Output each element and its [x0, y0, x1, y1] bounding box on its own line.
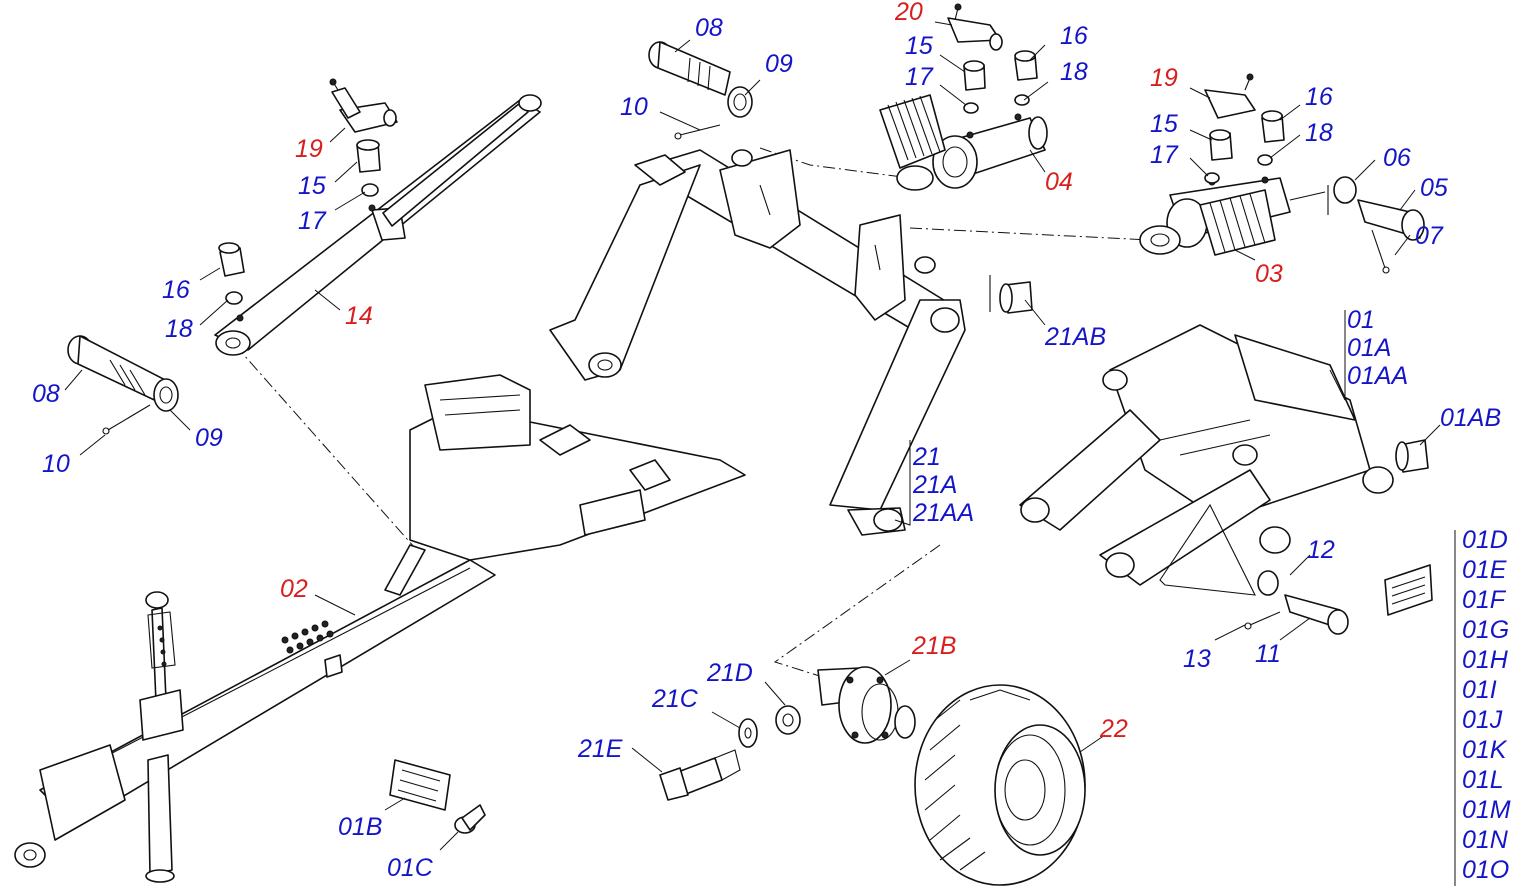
cotter-pin-10-left: [102, 404, 151, 435]
fitting-15-left: [356, 139, 381, 197]
label-15-04: 15: [905, 32, 933, 60]
label-01A: 01A: [1347, 334, 1391, 362]
label-18-04: 18: [1060, 58, 1088, 86]
label-21D: 21D: [706, 659, 753, 687]
list-item: 01K: [1462, 736, 1508, 764]
list-item: 01O: [1462, 856, 1509, 884]
label-15-14: 15: [298, 172, 326, 200]
nut-21D: [775, 705, 801, 735]
label-10-top: 10: [620, 93, 648, 121]
list-item: 01N: [1462, 826, 1509, 854]
list-item: 01D: [1462, 526, 1508, 554]
bolt-21E: [659, 749, 741, 801]
label-21A: 21A: [912, 471, 957, 499]
fittings-04: [963, 50, 1038, 114]
pin-08-top: [648, 41, 753, 140]
label-22: 22: [1099, 715, 1128, 743]
label-20: 20: [894, 0, 923, 26]
decal-01D: [1384, 564, 1433, 616]
label-11: 11: [1255, 640, 1281, 668]
label-08-left: 08: [32, 380, 60, 408]
label-21AA: 21AA: [912, 499, 974, 527]
washer-21C: [738, 718, 758, 748]
bushing-21AB: [989, 275, 1033, 314]
label-08-top: 08: [695, 14, 723, 42]
fittings-03: [1204, 110, 1285, 184]
pin-08-left: [67, 335, 179, 412]
tire-22: [914, 684, 1086, 886]
label-01B: 01B: [338, 813, 382, 841]
bolt-row: [281, 620, 334, 654]
label-16-14: 16: [162, 276, 190, 304]
hydraulic-cylinder-04: [879, 94, 1048, 191]
label-18-03: 18: [1305, 119, 1333, 147]
label-01AB: 01AB: [1440, 404, 1501, 432]
label-07: 07: [1415, 222, 1444, 250]
label-21: 21: [912, 443, 941, 471]
list-item: 01J: [1462, 706, 1503, 734]
label-17-14: 17: [298, 207, 327, 235]
jack-stand: [139, 591, 184, 883]
label-15-03: 15: [1150, 110, 1178, 138]
nameplate-01B: [389, 759, 451, 811]
pin-05-assembly: [1289, 176, 1425, 274]
label-14: 14: [345, 302, 373, 330]
fitting-16-left: [218, 242, 245, 305]
list-item: 01L: [1462, 766, 1504, 794]
pin-01C: [454, 804, 486, 834]
hydraulic-cylinder-14: [214, 94, 542, 356]
list-item: 01F: [1462, 586, 1507, 614]
label-12: 12: [1307, 536, 1335, 564]
upper-frame-arm: [549, 149, 966, 536]
list-item: 01H: [1462, 646, 1509, 674]
label-21E: 21E: [577, 735, 623, 763]
reference-labels: 08 09 10 20 15 17 16 18 04 19 15 17 16 1…: [32, 0, 1501, 882]
label-13: 13: [1183, 645, 1211, 673]
label-09-left: 09: [195, 424, 223, 452]
hydraulic-cylinder-03: [1139, 176, 1291, 256]
label-03: 03: [1255, 260, 1283, 288]
list-item: 01G: [1462, 616, 1509, 644]
label-16-04: 16: [1060, 22, 1088, 50]
label-21B: 21B: [911, 632, 956, 660]
list-item: 01E: [1462, 556, 1507, 584]
label-04: 04: [1045, 168, 1073, 196]
label-19-right: 19: [1150, 64, 1178, 92]
label-09-top: 09: [765, 50, 793, 78]
label-18-14: 18: [165, 315, 193, 343]
reference-list-01D-01O: 01D 01E 01F 01G 01H 01I 01J 01K 01L 01M …: [1462, 526, 1511, 884]
label-21C: 21C: [651, 685, 699, 713]
list-item: 01I: [1462, 676, 1497, 704]
valve-19-left: [329, 78, 398, 133]
hitch-frame-01: [1019, 324, 1394, 586]
main-chassis-02: [14, 374, 746, 868]
label-17-04: 17: [905, 63, 934, 91]
wheel-hub-21B: [817, 666, 916, 744]
label-01: 01: [1347, 306, 1375, 334]
label-01C: 01C: [387, 854, 434, 882]
valve-19-right: [1204, 73, 1256, 119]
label-16-03: 16: [1305, 83, 1333, 111]
valve-20: [947, 3, 1003, 51]
leader-lines: [64, 21, 1456, 886]
label-17-03: 17: [1150, 141, 1179, 169]
label-05: 05: [1420, 174, 1448, 202]
label-02: 02: [280, 575, 308, 603]
label-10-left: 10: [42, 450, 70, 478]
label-06: 06: [1383, 144, 1411, 172]
list-item: 01M: [1462, 796, 1511, 824]
label-01AA: 01AA: [1347, 362, 1408, 390]
label-19-left: 19: [295, 135, 323, 163]
label-21AB: 21AB: [1044, 323, 1106, 351]
bushing-01AB: [1395, 439, 1429, 473]
pin-11-assembly: [1159, 503, 1349, 635]
